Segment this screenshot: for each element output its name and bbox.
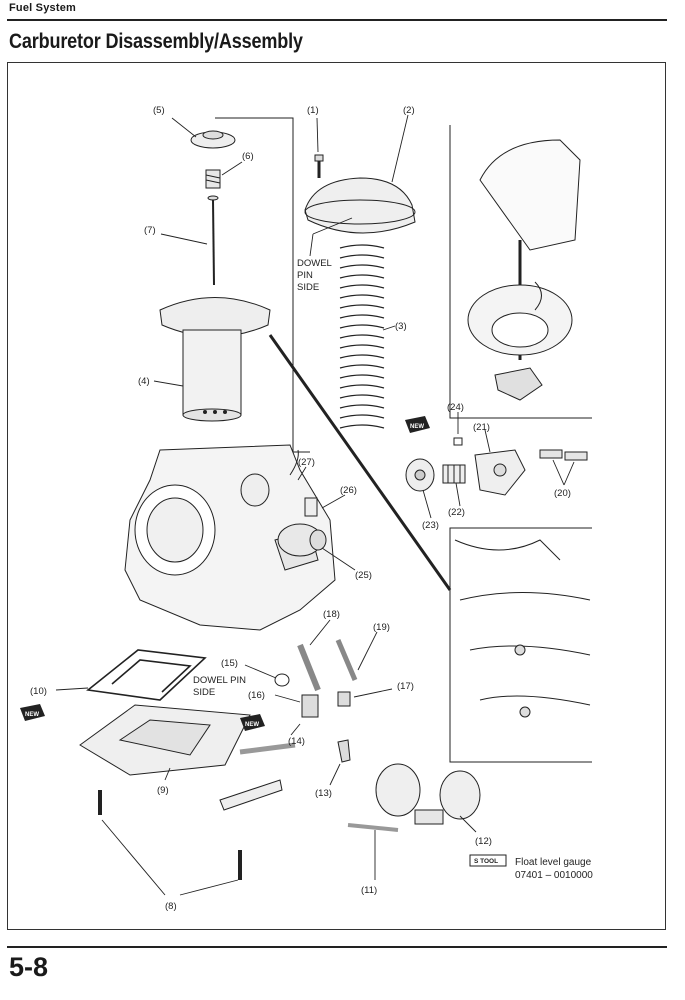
part-14-screw [239, 742, 296, 755]
part-labels: (5) (6) (7) (4) (1) (2) (3) (27) (26) (2… [30, 105, 571, 912]
label-26: (26) [340, 485, 357, 496]
label-5: (5) [153, 105, 165, 116]
label-18: (18) [323, 609, 340, 620]
part-6-spring [205, 169, 221, 189]
svg-text:SIDE: SIDE [297, 282, 319, 293]
page-title: Carburetor Disassembly/Assembly [9, 30, 303, 53]
header-rule [7, 19, 667, 21]
part-15-washer [274, 673, 290, 687]
part-8-screws [98, 790, 242, 880]
part-17-jet [337, 691, 351, 707]
part-10-gasket [86, 649, 207, 701]
label-11: (11) [361, 885, 377, 896]
label-21: (21) [473, 422, 490, 433]
part-20-screws [539, 449, 588, 461]
leader-lines [55, 114, 575, 896]
label-6: (6) [242, 151, 254, 162]
detail-box-lower [449, 527, 592, 763]
part-9-float-chamber [79, 704, 251, 776]
part-4-piston [159, 297, 271, 422]
tool-badge [469, 854, 507, 867]
part-7-needle [207, 195, 219, 286]
new-badge-3: NEW [240, 714, 265, 731]
svg-text:DOWEL: DOWEL [297, 258, 332, 269]
detail-pointer-line [268, 334, 452, 591]
part-24-oring [453, 437, 463, 446]
diagram-frame [7, 62, 666, 930]
label-19: (19) [373, 622, 390, 633]
section-tag: Fuel System [9, 2, 77, 14]
label-22: (22) [448, 507, 465, 518]
new-badge-2: NEW [20, 704, 45, 721]
part-16-jet [301, 694, 319, 718]
svg-text:NEW: NEW [410, 424, 424, 430]
part-22-spring [442, 464, 466, 484]
label-24: (24) [447, 402, 464, 413]
label-10: (10) [30, 686, 47, 697]
part-float-lever [219, 779, 283, 811]
part-21-cover [474, 449, 526, 496]
svg-text:NEW: NEW [245, 722, 259, 728]
tool-name: Float level gauge [515, 857, 592, 868]
label-7: (7) [144, 225, 156, 236]
label-23: (23) [422, 520, 439, 531]
label-1: (1) [307, 105, 319, 116]
label-27: (27) [298, 457, 315, 468]
part-1-screw [314, 154, 324, 178]
part-2-cover [304, 177, 416, 234]
part-18-19-tubes [297, 639, 358, 692]
tool-note: S TOOL Float level gauge 07401 – 0010000 [469, 854, 593, 881]
tool-part-number: 07401 – 0010000 [515, 870, 593, 881]
group-bracket-line [215, 117, 310, 453]
label-20: (20) [554, 488, 571, 499]
part-23-diaphragm [405, 458, 435, 492]
detail-box-upper [449, 125, 592, 419]
svg-text:S TOOL: S TOOL [474, 858, 498, 865]
svg-text:PIN: PIN [297, 270, 313, 281]
label-15: (15) [221, 658, 238, 669]
part-11-float-pin [347, 823, 399, 832]
label-25: (25) [355, 570, 372, 581]
svg-text:DOWEL PIN: DOWEL PIN [193, 675, 246, 686]
dowel-pin-callout-2: DOWEL PIN SIDE [193, 675, 246, 698]
label-2: (2) [403, 105, 415, 116]
label-4: (4) [138, 376, 150, 387]
part-5-cap [190, 130, 236, 149]
svg-text:SIDE: SIDE [193, 687, 215, 698]
label-8: (8) [165, 901, 177, 912]
label-12: (12) [475, 836, 492, 847]
label-16: (16) [248, 690, 265, 701]
label-9: (9) [157, 785, 169, 796]
part-3-spring [339, 244, 385, 429]
dowel-pin-callout-1: DOWEL PIN SIDE [297, 258, 332, 293]
label-17: (17) [397, 681, 414, 692]
part-13-needle-valve [337, 739, 351, 763]
detail-upper-view [467, 139, 581, 401]
page-number: 5-8 [9, 952, 49, 982]
svg-text:NEW: NEW [25, 712, 39, 718]
detail-lower-view [454, 539, 591, 718]
new-badge-1: NEW [405, 416, 430, 433]
label-14: (14) [288, 736, 305, 747]
part-12-float [375, 763, 481, 825]
label-3: (3) [395, 321, 407, 332]
label-13: (13) [315, 788, 332, 799]
footer-rule [7, 946, 667, 948]
part-25-26-valve [277, 497, 327, 557]
